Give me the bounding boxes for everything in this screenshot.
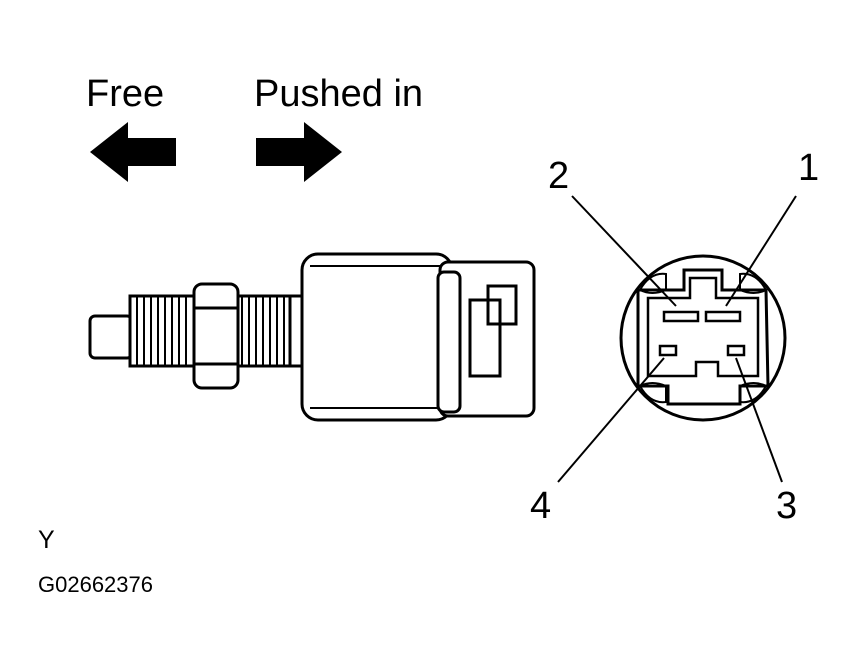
pushed-in-label: Pushed in xyxy=(254,73,423,115)
thread-lines xyxy=(136,296,285,366)
arrow-left-icon xyxy=(90,122,176,182)
terminal-label-2: 2 xyxy=(548,155,569,197)
figure-code: G02662376 xyxy=(38,572,153,597)
switch-side-view xyxy=(88,252,536,422)
plunger xyxy=(88,314,134,360)
terminal-2 xyxy=(662,310,700,323)
connector-cavity xyxy=(646,276,760,378)
terminal-3 xyxy=(726,344,746,357)
leader-3 xyxy=(735,357,783,483)
leader-2 xyxy=(571,195,677,307)
arrow-right-icon xyxy=(256,122,342,182)
connector-front-view xyxy=(557,195,797,483)
connector-housing-outline xyxy=(636,268,770,406)
lock-nut xyxy=(192,282,240,390)
leader-4 xyxy=(557,357,665,483)
free-label: Free xyxy=(86,73,164,115)
terminal-4 xyxy=(658,344,678,357)
terminal-label-3: 3 xyxy=(776,485,797,527)
terminal-label-4: 4 xyxy=(530,485,551,527)
view-letter: Y xyxy=(38,526,55,554)
switch-body xyxy=(300,252,454,422)
leader-1 xyxy=(725,195,797,307)
terminal-1 xyxy=(704,310,742,323)
lock-tab xyxy=(486,284,518,326)
terminal-label-1: 1 xyxy=(798,147,819,189)
